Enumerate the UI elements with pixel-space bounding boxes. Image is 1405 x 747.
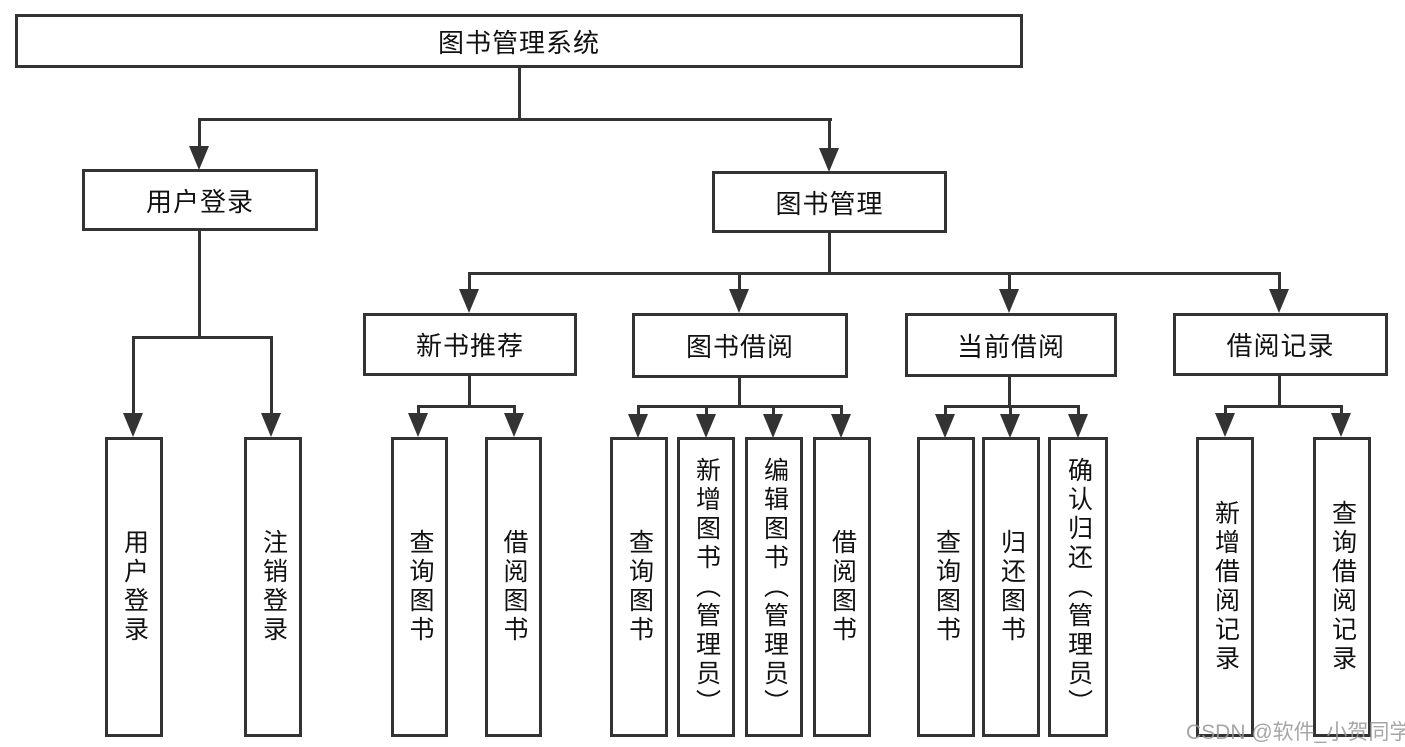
- connector: [513, 405, 516, 417]
- arrow-down-icon: [1215, 413, 1235, 437]
- connector: [738, 377, 741, 408]
- arrow-down-icon: [504, 413, 524, 437]
- connector: [468, 272, 1281, 275]
- watermark-text: CSDN @软件_小贺同学: [1186, 721, 1405, 744]
- arrow-down-icon: [123, 413, 143, 437]
- leaf-user-login: 用户登录: [105, 437, 163, 737]
- connector: [944, 405, 1080, 408]
- connector: [198, 118, 201, 150]
- arrow-down-icon: [459, 289, 479, 313]
- leaf-logout: 注销登录: [244, 437, 302, 737]
- connector: [828, 233, 831, 275]
- leaf-add-borrow-record: 新增借阅记录: [1196, 437, 1254, 737]
- node-book-borrow: 图书借阅: [632, 313, 848, 378]
- connector: [738, 272, 741, 292]
- arrow-down-icon: [1068, 414, 1088, 438]
- connector: [417, 405, 420, 417]
- leaf-borrow-books-recommend: 借阅图书: [485, 437, 542, 737]
- arrow-down-icon: [628, 414, 648, 438]
- leaf-borrow-books: 借阅图书: [813, 437, 871, 737]
- arrow-down-icon: [763, 414, 783, 438]
- leaf-query-books-recommend: 查询图书: [391, 437, 448, 737]
- connector: [1008, 272, 1011, 292]
- leaf-edit-books-admin: 编辑图书（管理员）: [745, 437, 803, 737]
- connector: [705, 405, 708, 417]
- connector: [518, 66, 521, 120]
- node-borrow-record: 借阅记录: [1173, 313, 1388, 376]
- connector: [1224, 405, 1343, 408]
- arrow-down-icon: [696, 414, 716, 438]
- arrow-down-icon: [408, 413, 428, 437]
- arrow-down-icon: [935, 414, 955, 438]
- connector: [1278, 272, 1281, 292]
- connector: [1008, 377, 1011, 408]
- node-current-borrow: 当前借阅: [905, 313, 1117, 377]
- connector: [1077, 405, 1080, 417]
- connector: [132, 336, 273, 339]
- leaf-add-books-admin: 新增图书（管理员）: [677, 437, 735, 737]
- connector: [637, 405, 640, 417]
- node-book-management: 图书管理: [712, 171, 947, 233]
- connector: [1224, 405, 1227, 417]
- arrow-down-icon: [999, 289, 1019, 313]
- arrow-down-icon: [831, 414, 851, 438]
- connector: [198, 230, 201, 338]
- node-new-book-recommend: 新书推荐: [363, 313, 577, 376]
- connector: [772, 405, 775, 417]
- arrow-down-icon: [819, 148, 839, 172]
- arrow-down-icon: [261, 413, 281, 437]
- connector: [132, 336, 135, 416]
- arrow-down-icon: [189, 146, 209, 170]
- connector: [637, 405, 843, 408]
- node-root: 图书管理系统: [15, 14, 1023, 68]
- node-user-login: 用户登录: [82, 169, 318, 231]
- arrow-down-icon: [1269, 289, 1289, 313]
- connector: [828, 118, 831, 150]
- leaf-confirm-return-admin: 确认归还（管理员）: [1048, 437, 1108, 737]
- arrow-down-icon: [1000, 414, 1020, 438]
- leaf-query-books-current: 查询图书: [917, 437, 975, 737]
- connector: [468, 375, 471, 408]
- connector: [1340, 405, 1343, 417]
- arrow-down-icon: [729, 289, 749, 313]
- arrow-down-icon: [1331, 413, 1351, 437]
- connector: [1278, 375, 1281, 408]
- connector: [198, 118, 832, 121]
- connector: [1009, 405, 1012, 417]
- connector: [468, 272, 471, 292]
- connector: [944, 405, 947, 417]
- leaf-query-borrow-record: 查询借阅记录: [1313, 437, 1371, 737]
- connector: [270, 336, 273, 416]
- connector: [840, 405, 843, 417]
- leaf-return-books: 归还图书: [982, 437, 1040, 737]
- connector: [417, 405, 516, 408]
- leaf-query-books-borrow: 查询图书: [610, 437, 668, 737]
